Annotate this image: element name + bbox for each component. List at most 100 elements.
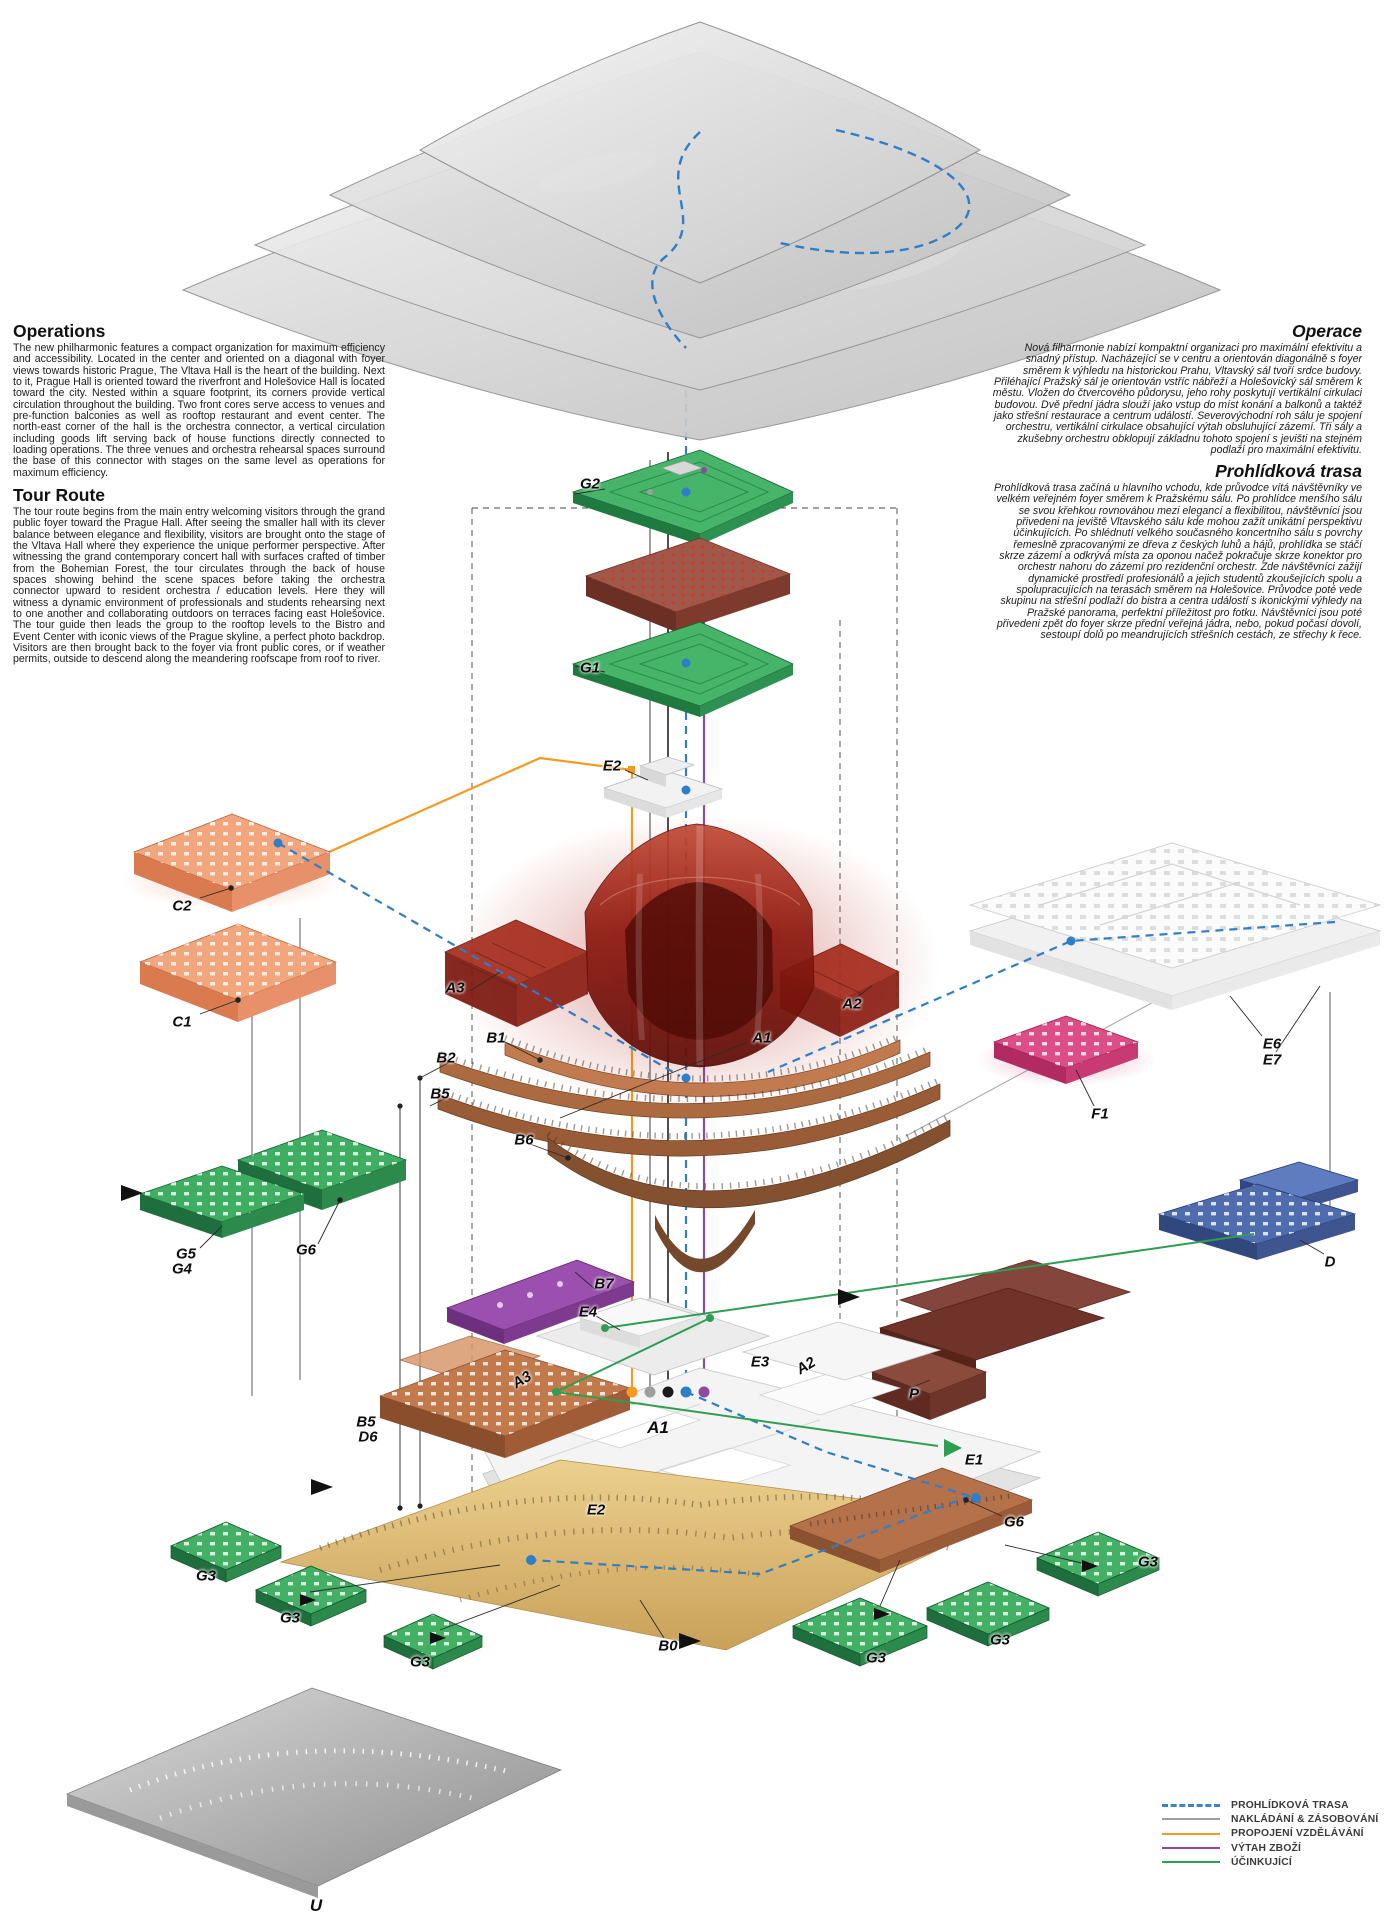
level-label-a3-upper: A3: [445, 979, 465, 997]
terrace-drop-tip: [655, 1210, 755, 1273]
level-label-f1: F1: [1091, 1105, 1109, 1123]
direction-arrows: [121, 1185, 1098, 1649]
roof-stack: [181, 21, 1222, 441]
level-label-b0: B0: [658, 1637, 678, 1655]
tour-route-line-swatch: [1162, 1803, 1220, 1807]
level-label-c2: C2: [172, 897, 192, 915]
level-label-e6: E6: [1262, 1035, 1282, 1053]
level-plate-c1: [139, 923, 337, 1022]
level-plate-e2-upper: [602, 756, 724, 818]
level-plate-b7: [445, 1259, 636, 1344]
level-label-g3-e: G3: [989, 1631, 1011, 1649]
route-endpoint-dots: [626, 467, 710, 1398]
performers-route: [552, 1233, 1255, 1457]
level-label-e3: E3: [750, 1353, 770, 1371]
level-label-g3-b: G3: [279, 1609, 301, 1627]
legend-item-education: PROPOJENÍ VZDĚLÁVÁNÍ: [1162, 1827, 1378, 1841]
level-plate-g5-g4: [138, 1165, 306, 1238]
level-label-b6: B6: [514, 1131, 534, 1149]
level-label-e4: E4: [578, 1303, 598, 1321]
level-label-p: P: [908, 1385, 920, 1403]
legend-item-loading: NAKLÁDÁNÍ & ZÁSOBOVÁNÍ: [1162, 1812, 1378, 1826]
legend-label: VÝTAH ZBOŽÍ: [1231, 1842, 1302, 1854]
level-label-g3-a: G3: [195, 1567, 217, 1585]
goods-lift-line-swatch: [1162, 1847, 1220, 1850]
operations-title: Operations: [13, 321, 106, 341]
level-plates-g3: [170, 1521, 1160, 1670]
performers-line-swatch: [1162, 1861, 1220, 1864]
level-plate-b5-d6: [378, 1335, 632, 1458]
terrace-plates: [436, 1033, 952, 1273]
site-plate-u: [65, 1687, 563, 1898]
education-line-swatch: [1162, 1832, 1220, 1835]
operations-section: Operations The new philharmonic features…: [13, 322, 385, 479]
level-label-a1-lower: A1: [647, 1418, 669, 1437]
level-label-g4: G4: [171, 1260, 193, 1278]
tour-route-on-roof: [651, 128, 971, 349]
prohlidkova-trasa-body: Prohlídková trasa začíná u hlavního vcho…: [993, 482, 1362, 642]
legend-label: PROHLÍDKOVÁ TRASA: [1231, 1799, 1349, 1811]
level-label-b5-lower: B5: [356, 1413, 376, 1431]
terrace-b5: [437, 1083, 941, 1157]
level-label-g5: G5: [175, 1245, 197, 1263]
legend-label: ÚČINKUJÍCÍ: [1231, 1856, 1292, 1868]
tour-route-body: The tour route begins from the main entr…: [13, 506, 385, 666]
level-label-e2-lower: E2: [586, 1501, 606, 1519]
tour-route-title: Tour Route: [13, 485, 106, 505]
level-plate-g6-right: [788, 1467, 1034, 1573]
legend-item-performers: ÚČINKUJÍCÍ: [1162, 1855, 1378, 1869]
level-plate-c2: [122, 813, 342, 912]
level-plate-f1: [976, 1015, 1156, 1086]
level-label-g2: G2: [579, 475, 601, 493]
level-label-e1: E1: [964, 1451, 984, 1469]
level-label-g6-right: G6: [1003, 1513, 1025, 1531]
level-label-b2: B2: [436, 1049, 456, 1067]
level-plate-g1: [571, 621, 794, 717]
level-label-d6: D6: [358, 1428, 378, 1446]
loading-line-swatch: [1162, 1818, 1220, 1821]
level-label-g3-f: G3: [1137, 1553, 1159, 1571]
tour-route-stops: [273, 487, 1076, 1565]
level-label-b1: B1: [486, 1029, 506, 1047]
label-leader-lines: [199, 488, 1325, 1639]
level-label-g3-d: G3: [865, 1649, 887, 1667]
level-label-g1: G1: [579, 659, 601, 677]
level-label-c1: C1: [172, 1013, 192, 1031]
operace-body: Nová filharmonie nabízí kompaktní organi…: [992, 342, 1362, 457]
level-label-e7: E7: [1262, 1051, 1282, 1069]
level-label-u: U: [309, 1896, 323, 1915]
level-label-a1-mid: A1: [752, 1029, 772, 1047]
level-label-b7: B7: [594, 1275, 614, 1293]
terrace-b6: [547, 1119, 951, 1209]
operace-title: Operace: [1291, 321, 1362, 341]
hall-inner-core: [625, 882, 773, 1040]
level-label-e2-upper: E2: [602, 757, 622, 775]
level-plate-d: [1157, 1161, 1360, 1260]
roof-sheet-1: [418, 21, 982, 284]
operace-section: Operace Nová filharmonie nabízí kompaktn…: [992, 322, 1362, 456]
legend-label: PROPOJENÍ VZDĚLÁVÁNÍ: [1231, 1828, 1364, 1840]
legend-item-tour-route: PROHLÍDKOVÁ TRASA: [1162, 1798, 1378, 1812]
level-label-g6-left: G6: [295, 1241, 317, 1259]
legend-label: NAKLÁDÁNÍ & ZÁSOBOVÁNÍ: [1231, 1813, 1379, 1825]
tour-route-segments: [277, 842, 1336, 1576]
level-plate-g6-left: [236, 1129, 408, 1210]
tour-route-section: Tour Route The tour route begins from th…: [13, 486, 385, 666]
level-plate-g2: [571, 449, 794, 545]
terrace-b1: [504, 1039, 901, 1097]
hall-wing-a3: [444, 919, 589, 1027]
operations-body: The new philharmonic features a compact …: [13, 342, 385, 479]
level-plate-e6: [968, 842, 1382, 969]
terrace-b2: [439, 1051, 931, 1119]
legend: PROHLÍDKOVÁ TRASA NAKLÁDÁNÍ & ZÁSOBOVÁNÍ…: [1162, 1798, 1378, 1869]
balcony-slab-red: [584, 537, 792, 632]
level-label-g3-c: G3: [409, 1653, 431, 1671]
concert-hall-assembly: [444, 815, 940, 1115]
legend-item-goods-lift: VÝTAH ZBOŽÍ: [1162, 1841, 1378, 1855]
level-label-a2-upper: A2: [842, 995, 862, 1013]
prohlidkova-trasa-section: Prohlídková trasa Prohlídková trasa začí…: [992, 462, 1362, 642]
prohlidkova-trasa-title: Prohlídková trasa: [1215, 461, 1362, 481]
level-label-b5-upper: B5: [430, 1085, 450, 1103]
